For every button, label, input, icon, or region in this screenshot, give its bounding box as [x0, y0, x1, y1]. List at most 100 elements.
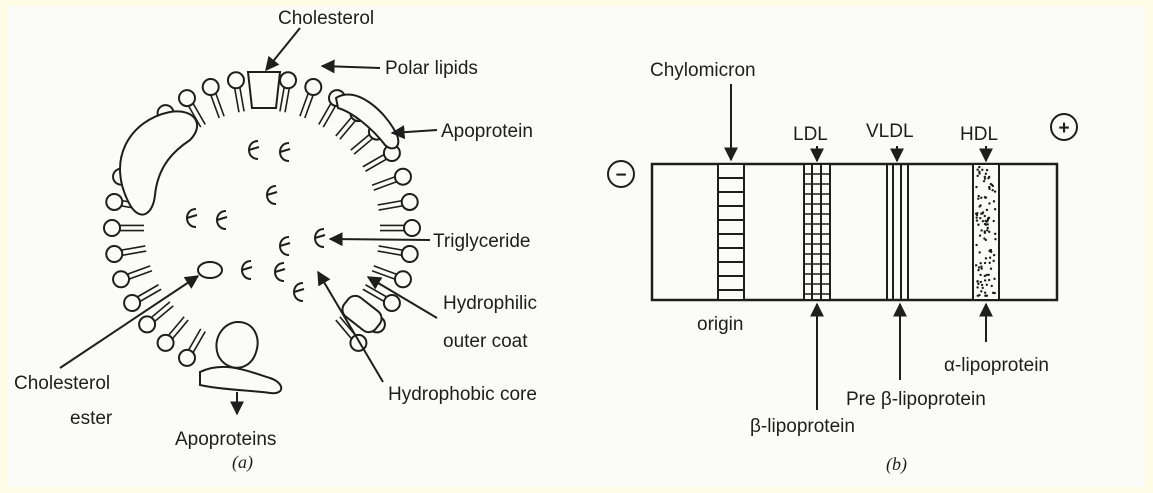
apoprotein-arrow: [392, 130, 437, 133]
band-dot: [978, 251, 980, 253]
band-dot: [977, 224, 979, 226]
band-dot: [976, 175, 978, 177]
band-dot: [979, 234, 981, 236]
phospholipid: [139, 302, 173, 333]
phospholipid: [300, 79, 321, 118]
phospholipid: [378, 194, 418, 210]
phospholipid: [228, 72, 244, 112]
label-apoprotein: Apoprotein: [441, 121, 533, 142]
band-dot: [985, 257, 987, 259]
ldl-band: [804, 164, 830, 300]
band-dot: [988, 279, 990, 281]
triglyceride-glyph: [275, 263, 285, 281]
label-pre-beta-lipoprotein: Pre β-lipoprotein: [846, 389, 986, 410]
band-dot: [975, 186, 977, 188]
label-triglyceride: Triglyceride: [433, 231, 531, 252]
band-dot: [990, 268, 992, 270]
band-dot: [985, 221, 987, 223]
band-dot: [979, 274, 981, 276]
band-dot: [978, 266, 980, 268]
band-dot: [993, 278, 995, 280]
band-dot: [988, 274, 990, 276]
band-dot: [993, 254, 995, 256]
cholesterol-arrow: [266, 28, 300, 70]
triglyceride-glyph: [249, 141, 259, 159]
phospholipid: [372, 266, 411, 287]
apoprotein-drop: [216, 322, 257, 368]
band-dot: [980, 265, 982, 267]
band-dot: [982, 220, 984, 222]
phospholipid: [124, 285, 161, 311]
band-dot: [976, 219, 978, 221]
band-dot: [980, 229, 982, 231]
cholesterol-block: [248, 72, 280, 108]
phospholipid: [280, 72, 296, 112]
band-dot: [984, 196, 986, 198]
label-outer-coat: outer coat: [443, 331, 528, 352]
label-hydrophilic: Hydrophilic: [443, 293, 537, 314]
band-dot: [986, 169, 988, 171]
band-dot: [980, 290, 982, 292]
triglyceride-glyph: [294, 283, 304, 301]
band-dot: [980, 213, 982, 215]
phospholipid: [372, 169, 411, 190]
band-dot: [985, 173, 987, 175]
apoprotein-loop-left: [120, 111, 197, 214]
band-dot: [984, 292, 986, 294]
band-dot: [983, 180, 985, 182]
band-dot: [984, 262, 986, 264]
band-dot: [994, 233, 996, 235]
label-ldl: LDL: [793, 124, 828, 145]
triglyceride-glyph: [280, 143, 290, 161]
label-cholesterol-ester-1: Cholesterol: [14, 373, 110, 394]
triglyceride-glyph: [187, 209, 197, 227]
band-dot: [993, 220, 995, 222]
label-alpha-lipoprotein: α-lipoprotein: [944, 355, 1049, 376]
band-dot: [977, 269, 979, 271]
band-dot: [991, 184, 993, 186]
band-dot: [991, 189, 993, 191]
phospholipid: [158, 317, 189, 351]
apoprotein-bottom: [200, 367, 281, 393]
band-dot: [977, 283, 979, 285]
band-dot: [986, 284, 988, 286]
band-dot: [979, 205, 981, 207]
band-dot: [989, 249, 991, 251]
band-dot: [994, 238, 996, 240]
band-dot: [975, 264, 977, 266]
band-dot: [989, 257, 991, 259]
band-dot: [978, 195, 980, 197]
band-dot: [978, 171, 980, 173]
triglyceride-glyph: [267, 186, 277, 204]
band-dot: [980, 197, 982, 199]
label-cholesterol: Cholesterol: [278, 8, 374, 29]
cholesterol-ester-blob: [198, 262, 222, 278]
band-dot: [983, 237, 985, 239]
label-origin: origin: [697, 314, 743, 335]
hdl-band: [973, 164, 999, 300]
cholesterol-ester-arrow: [60, 276, 198, 368]
band-dot: [975, 244, 977, 246]
phospholipid: [179, 329, 205, 366]
label-hydrophobic-core: Hydrophobic core: [388, 384, 537, 405]
band-dot: [984, 279, 986, 281]
band-dot: [976, 169, 978, 171]
label-hdl: HDL: [960, 124, 998, 145]
band-dot: [988, 231, 990, 233]
band-dot: [989, 262, 991, 264]
band-dot: [987, 227, 989, 229]
label-chylomicron: Chylomicron: [650, 60, 756, 81]
band-dot: [984, 215, 986, 217]
band-dot: [986, 229, 988, 231]
band-dot: [991, 285, 993, 287]
plus-sign: +: [1058, 118, 1069, 139]
caption-a: (a): [232, 452, 253, 473]
chylomicron-band: [718, 164, 744, 300]
triglyceride-arrow: [330, 239, 430, 240]
band-dot: [982, 287, 984, 289]
band-dot: [978, 166, 980, 168]
band-dot: [992, 292, 994, 294]
band-dot: [981, 169, 983, 171]
polar-lipids-arrow: [322, 66, 380, 68]
